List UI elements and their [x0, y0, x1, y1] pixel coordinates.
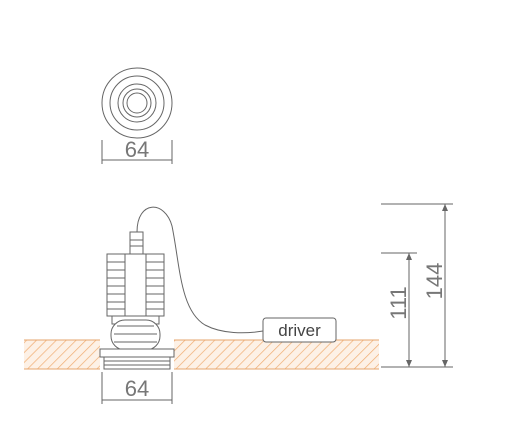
driver-label: driver — [278, 321, 321, 340]
side-view-dimension — [101, 372, 173, 404]
height-arrows — [406, 204, 448, 367]
height-dimensions — [381, 203, 453, 368]
fixture-side-view — [99, 206, 264, 370]
top-view-lens-mid — [122, 88, 152, 118]
trim-ring — [99, 348, 175, 358]
side-view-width-label: 64 — [125, 376, 149, 401]
top-view-lens-inner — [126, 92, 148, 114]
cable-gland — [129, 231, 144, 255]
ceiling-section — [24, 339, 379, 370]
top-view-outer-ring — [101, 67, 173, 139]
recessed-housing — [103, 356, 171, 370]
gimbal-ball — [110, 319, 161, 351]
top-view — [101, 67, 173, 139]
top-view-bezel-ring — [109, 75, 165, 131]
fixture-height-label: 111 — [386, 286, 411, 319]
driver-cable — [136, 206, 264, 334]
heatsink-core — [124, 253, 147, 317]
top-view-lens-outer — [117, 83, 157, 123]
top-view-dimension — [101, 140, 173, 164]
overall-height-label: 144 — [422, 263, 447, 300]
top-view-width-label: 64 — [125, 137, 149, 162]
driver-box: driver — [262, 317, 337, 343]
